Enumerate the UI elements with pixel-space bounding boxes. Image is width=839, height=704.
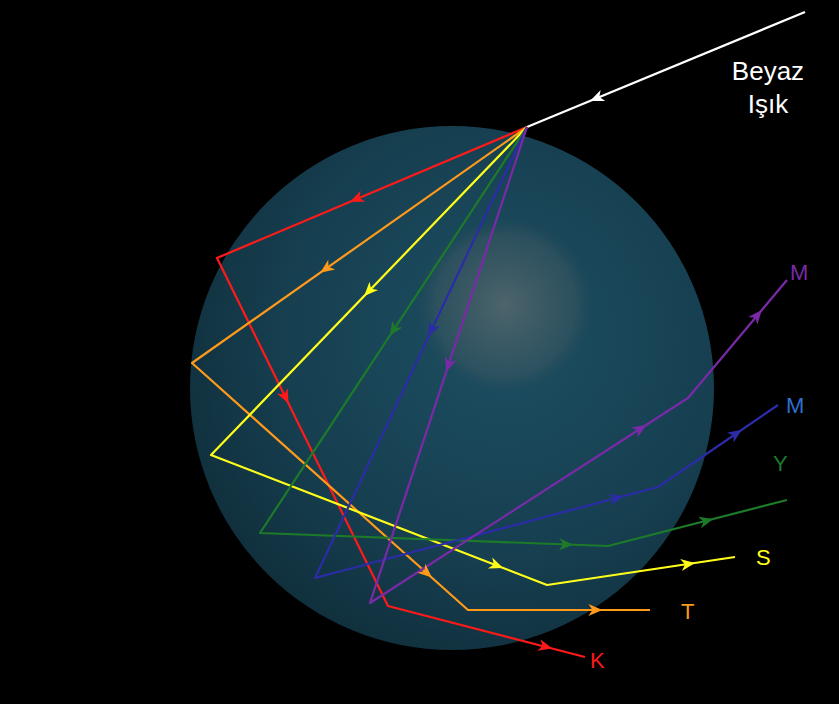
arrow-head	[588, 604, 602, 616]
color-label: M	[790, 259, 808, 287]
color-label: Y	[773, 450, 788, 478]
arrow-head	[680, 557, 696, 571]
arrow-head	[588, 90, 606, 106]
color-label: K	[590, 647, 605, 675]
color-label: M	[786, 392, 804, 420]
purple-ray	[370, 127, 787, 603]
arrow-head	[417, 564, 435, 582]
arrow-head	[631, 420, 649, 438]
color-label: T	[681, 598, 694, 626]
arrow-head	[360, 282, 378, 300]
yellow-ray	[211, 127, 735, 585]
light-label: Beyaz Işık	[718, 55, 818, 120]
arrow-head	[423, 321, 440, 339]
blue-ray	[315, 127, 778, 578]
orange-ray	[192, 127, 650, 610]
color-label: S	[756, 544, 771, 572]
arrow-head	[277, 388, 294, 406]
arrow-head	[348, 191, 366, 208]
arrow-head	[748, 306, 766, 324]
arrow-head	[488, 557, 505, 573]
arrow-head	[559, 538, 573, 551]
arrow-head	[317, 260, 335, 278]
arrow-head	[609, 490, 626, 505]
arrow-head	[537, 639, 554, 654]
arrow-head	[441, 356, 457, 373]
arrow-head	[385, 321, 403, 339]
arrow-head	[698, 513, 715, 528]
green-ray	[260, 127, 787, 546]
arrow-head	[727, 425, 745, 443]
